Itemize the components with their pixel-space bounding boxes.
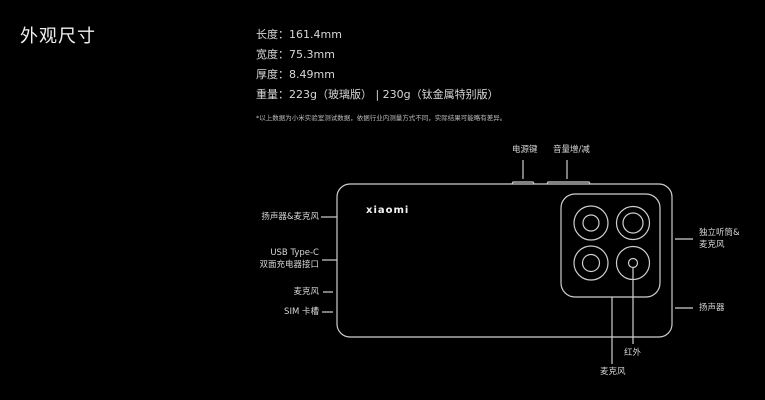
spec-length: 长度：161.4mm xyxy=(256,28,342,41)
spec-weight: 重量：223g（玻璃版） | 230g（钛金属特别版） xyxy=(256,88,499,101)
volume-button xyxy=(546,181,591,185)
label-usb-line2: 双面充电器接口 xyxy=(259,260,319,270)
camera-lens-2-inner xyxy=(622,212,644,234)
label-usb-line1: USB Type-C xyxy=(270,248,319,258)
brand-logo: xiaomi xyxy=(366,205,409,216)
label-infrared: 红外 xyxy=(624,348,642,358)
power-button xyxy=(511,181,535,185)
section-title: 外观尺寸 xyxy=(20,26,96,47)
camera-lens-1-inner xyxy=(582,214,600,232)
camera-lens-1-outer xyxy=(573,205,609,241)
label-speaker-right: 扬声器 xyxy=(699,303,725,313)
camera-lens-3-outer xyxy=(573,245,609,281)
label-earpiece-line2: 麦克风 xyxy=(699,240,725,250)
spec-width: 宽度：75.3mm xyxy=(256,48,335,61)
label-power-key: 电源键 xyxy=(512,145,538,155)
label-sim-slot: SIM 卡槽 xyxy=(284,307,319,317)
spec-thickness: 厚度：8.49mm xyxy=(256,68,335,81)
camera-lens-4-inner xyxy=(627,257,639,269)
label-earpiece-line1: 独立听筒& xyxy=(699,228,740,238)
label-mic-left: 麦克风 xyxy=(293,287,319,297)
camera-lens-3-inner xyxy=(581,253,601,273)
footnote: *以上数据为小米实验室测试数据，依据行业内测量方式不同，实际结果可能略有差异。 xyxy=(256,114,507,122)
label-mic-bottom: 麦克风 xyxy=(600,367,626,377)
label-speaker-mic-left: 扬声器&麦克风 xyxy=(261,212,319,222)
camera-lens-2-outer xyxy=(615,205,651,241)
camera-module xyxy=(560,193,661,298)
label-volume-keys: 音量增/减 xyxy=(553,145,590,155)
